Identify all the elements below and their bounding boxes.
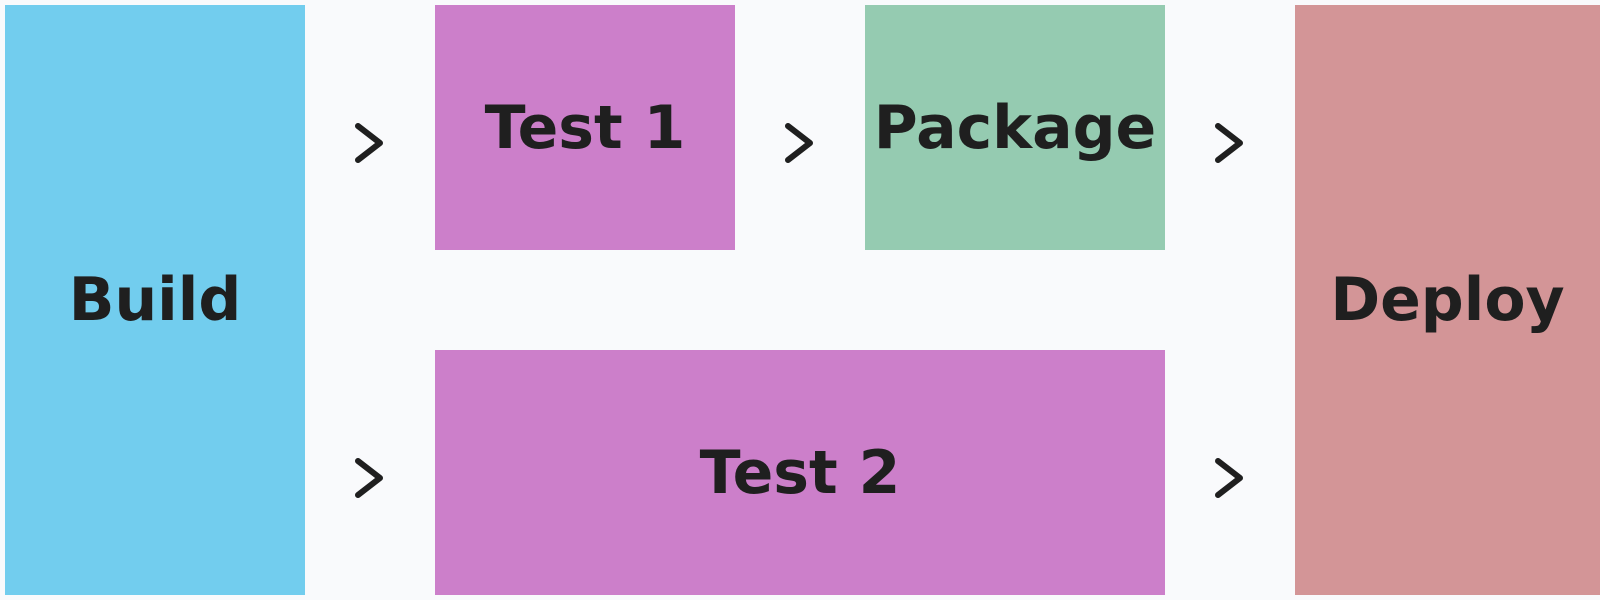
stage-package: Package bbox=[865, 5, 1165, 250]
stage-test-1-label: Test 1 bbox=[484, 92, 686, 163]
chevron-right-icon bbox=[1210, 453, 1250, 503]
stage-deploy: Deploy bbox=[1295, 5, 1600, 595]
stage-deploy-label: Deploy bbox=[1330, 265, 1565, 335]
stage-test-2: Test 2 bbox=[435, 350, 1165, 595]
chevron-right-icon bbox=[1210, 118, 1250, 168]
stage-build: Build bbox=[5, 5, 305, 595]
chevron-right-icon bbox=[350, 453, 390, 503]
chevron-right-icon bbox=[780, 118, 820, 168]
stage-test-2-label: Test 2 bbox=[699, 437, 901, 508]
stage-package-label: Package bbox=[873, 92, 1157, 163]
stage-test-1: Test 1 bbox=[435, 5, 735, 250]
chevron-right-icon bbox=[350, 118, 390, 168]
stage-build-label: Build bbox=[68, 265, 242, 335]
